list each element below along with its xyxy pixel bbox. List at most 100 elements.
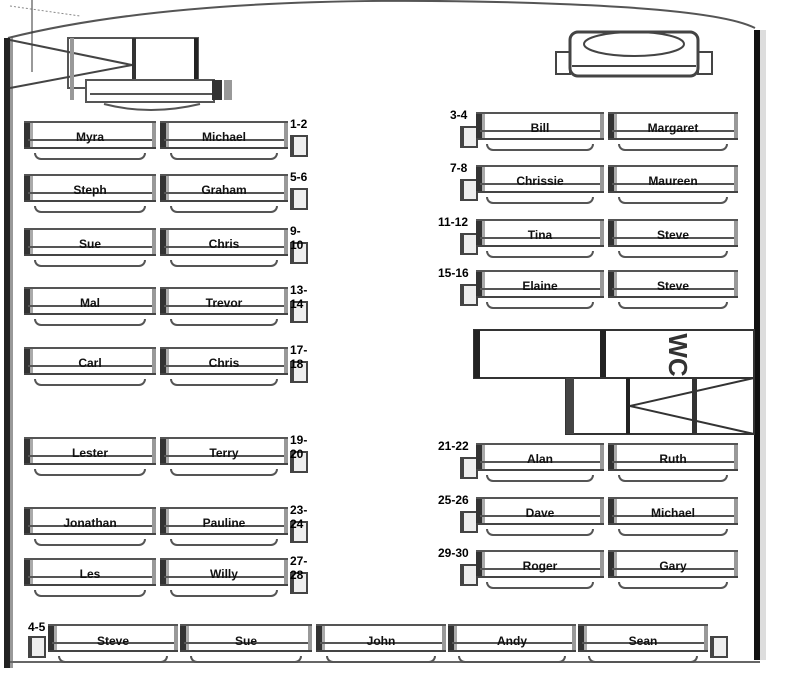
seat-passenger-name: Mal bbox=[79, 296, 100, 310]
seat-back-edge bbox=[608, 552, 617, 576]
seat-passenger-name: John bbox=[366, 634, 396, 648]
seat-arm bbox=[174, 626, 178, 650]
seat-passenger-name: Trevor bbox=[205, 296, 243, 310]
seat-base bbox=[170, 319, 278, 326]
seat-base bbox=[170, 539, 278, 546]
seat-cushion-line bbox=[612, 183, 734, 185]
seat[interactable]: Trevor bbox=[160, 287, 288, 326]
seat-passenger-name: Gary bbox=[659, 559, 687, 573]
seat[interactable]: Gary bbox=[608, 550, 738, 589]
seat-base bbox=[170, 469, 278, 476]
seat-base bbox=[170, 379, 278, 386]
seat-armrest-tab bbox=[290, 135, 308, 157]
seat-base bbox=[34, 590, 146, 597]
seat-back-edge bbox=[24, 176, 33, 200]
seat-base bbox=[190, 656, 302, 663]
seat[interactable]: Chris bbox=[160, 347, 288, 386]
seat[interactable]: Bill bbox=[476, 112, 604, 151]
seat[interactable]: Maureen bbox=[608, 165, 738, 204]
seat-passenger-name: Sue bbox=[78, 237, 101, 251]
seat-cushion-line bbox=[320, 642, 442, 644]
seat-arm bbox=[442, 626, 446, 650]
seat-cushion-line bbox=[480, 515, 600, 517]
seat-passenger-name: Steph bbox=[73, 183, 107, 197]
seat[interactable]: Sue bbox=[24, 228, 156, 267]
seat-passenger-name: Willy bbox=[210, 567, 238, 581]
seat-cushion-line bbox=[164, 246, 284, 248]
seat-cushion-line bbox=[28, 365, 152, 367]
seat[interactable]: John bbox=[316, 624, 446, 663]
seat[interactable]: Terry bbox=[160, 437, 288, 476]
seat-back-edge bbox=[160, 349, 169, 373]
seat[interactable]: Steve bbox=[608, 270, 738, 309]
seat[interactable]: Sue bbox=[180, 624, 312, 663]
seat-cushion-line bbox=[164, 365, 284, 367]
seat[interactable]: Chrissie bbox=[476, 165, 604, 204]
driver-seat-icon bbox=[85, 79, 232, 111]
row-seat-numbers: 11-12 bbox=[438, 215, 469, 229]
seat[interactable]: Myra bbox=[24, 121, 156, 160]
seat-arm bbox=[284, 349, 288, 373]
seat-passenger-name: Lester bbox=[71, 446, 109, 460]
seat-armrest-tab bbox=[290, 361, 308, 383]
seat[interactable]: Lester bbox=[24, 437, 156, 476]
row-seat-numbers: 4-5 bbox=[28, 620, 46, 634]
seat[interactable]: Tina bbox=[476, 219, 604, 258]
seat-back-edge bbox=[24, 230, 33, 254]
row-seat-numbers: 27-28 bbox=[290, 554, 308, 582]
seat-cushion-line bbox=[480, 237, 600, 239]
seat[interactable]: Les bbox=[24, 558, 156, 597]
seat[interactable]: Alan bbox=[476, 443, 604, 482]
seat-base bbox=[326, 656, 436, 663]
seat[interactable]: Steve bbox=[608, 219, 738, 258]
seat-arm bbox=[600, 552, 604, 576]
seat[interactable]: Sean bbox=[578, 624, 708, 663]
seat[interactable]: Graham bbox=[160, 174, 288, 213]
seat[interactable]: Steph bbox=[24, 174, 156, 213]
seat-arm bbox=[734, 499, 738, 523]
seat-base bbox=[618, 582, 728, 589]
seat-back-edge bbox=[476, 499, 485, 523]
seat[interactable]: Willy bbox=[160, 558, 288, 597]
seat-passenger-name: Margaret bbox=[647, 121, 699, 135]
seat[interactable]: Carl bbox=[24, 347, 156, 386]
seat[interactable]: Pauline bbox=[160, 507, 288, 546]
seat-arm bbox=[600, 499, 604, 523]
seat-base bbox=[486, 302, 594, 309]
seat-passenger-name: Dave bbox=[525, 506, 555, 520]
seat[interactable]: Chris bbox=[160, 228, 288, 267]
seat-row-left: Les Willy 27-28 bbox=[24, 554, 314, 598]
seat-cushion-line bbox=[28, 192, 152, 194]
seat-arm bbox=[572, 626, 576, 650]
seat-cushion-line bbox=[612, 515, 734, 517]
seat[interactable]: Michael bbox=[160, 121, 288, 160]
seat-back-edge bbox=[608, 272, 617, 296]
seat-back-edge bbox=[160, 230, 169, 254]
seat-passenger-name: Sue bbox=[234, 634, 257, 648]
seat-base bbox=[34, 206, 146, 213]
seat-base bbox=[486, 582, 594, 589]
seat[interactable]: Margaret bbox=[608, 112, 738, 151]
seat[interactable]: Mal bbox=[24, 287, 156, 326]
seat[interactable]: Steve bbox=[48, 624, 178, 663]
seat[interactable]: Elaine bbox=[476, 270, 604, 309]
seat[interactable]: Ruth bbox=[608, 443, 738, 482]
seat[interactable]: Dave bbox=[476, 497, 604, 536]
seat-base bbox=[618, 197, 728, 204]
seat[interactable]: Michael bbox=[608, 497, 738, 536]
seat-back-edge bbox=[476, 552, 485, 576]
seat-base bbox=[618, 251, 728, 258]
seat[interactable]: Roger bbox=[476, 550, 604, 589]
seat[interactable]: Jonathan bbox=[24, 507, 156, 546]
seat-arm bbox=[284, 560, 288, 584]
seat-base bbox=[170, 153, 278, 160]
seat-arm bbox=[704, 626, 708, 650]
seat-cushion-line bbox=[164, 192, 284, 194]
seat[interactable]: Andy bbox=[448, 624, 576, 663]
seat-base bbox=[618, 302, 728, 309]
seat-cushion-line bbox=[612, 461, 734, 463]
seat-back-edge bbox=[24, 439, 33, 463]
